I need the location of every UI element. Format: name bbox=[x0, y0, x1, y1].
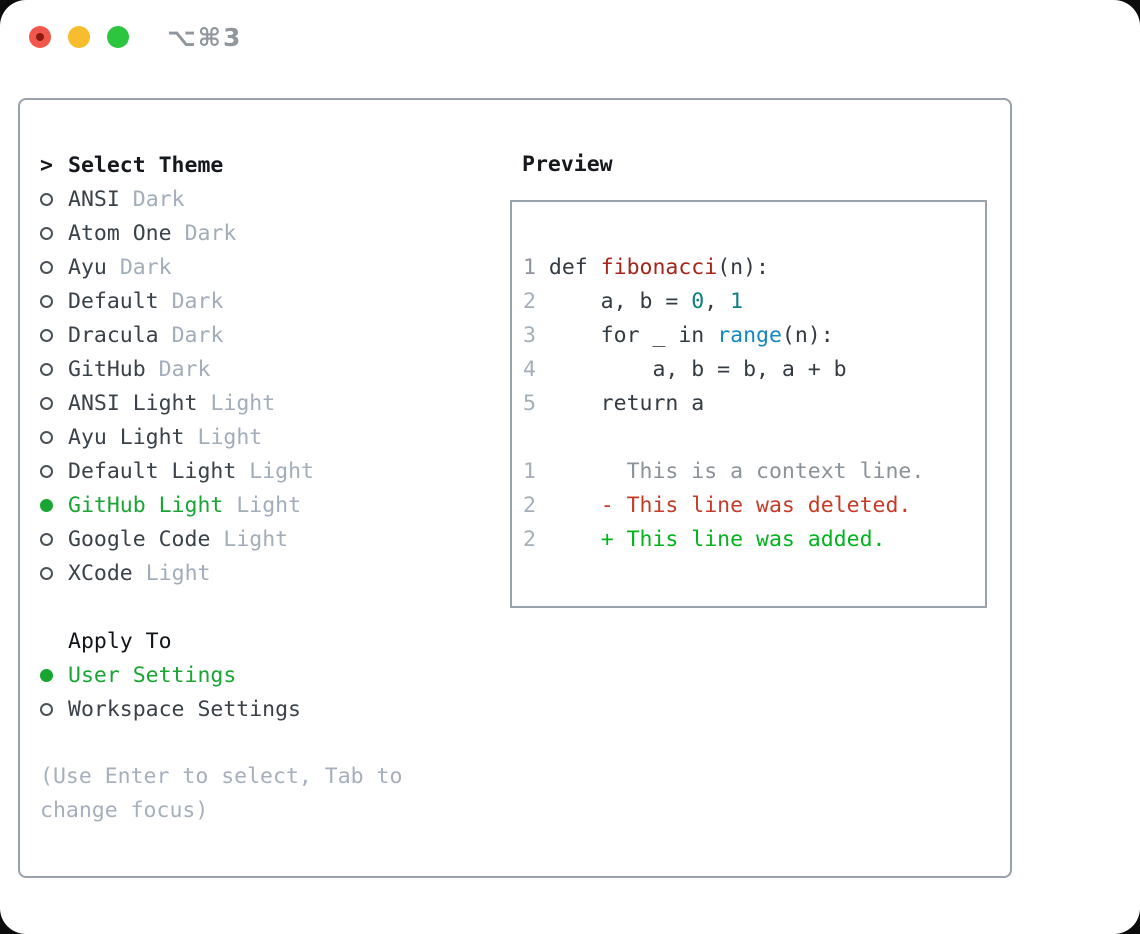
option-label: Google Code bbox=[68, 526, 211, 552]
apply-option-user-settings[interactable]: User Settings bbox=[40, 658, 402, 692]
diff-line-deleted: 2 - This line was deleted. bbox=[523, 493, 912, 518]
theme-option-xcode[interactable]: XCode Light bbox=[40, 556, 402, 590]
window-shortcut-label: ⌥⌘3 bbox=[167, 23, 243, 52]
option-label: Default Light bbox=[68, 458, 237, 484]
radio-icon bbox=[40, 294, 53, 308]
radio-icon bbox=[40, 532, 53, 546]
option-label: ANSI bbox=[68, 186, 120, 212]
prompt-chevron-icon: > bbox=[40, 152, 53, 178]
option-label: Workspace Settings bbox=[68, 696, 301, 722]
theme-option-default[interactable]: Default Dark bbox=[40, 284, 402, 318]
theme-option-dracula[interactable]: Dracula Dark bbox=[40, 318, 402, 352]
titlebar: ⌥⌘3 bbox=[0, 0, 1140, 74]
option-variant: Light bbox=[210, 390, 276, 416]
option-variant: Dark bbox=[158, 356, 211, 382]
option-variant: Dark bbox=[184, 220, 237, 246]
option-label: User Settings bbox=[68, 662, 237, 688]
option-variant: Light bbox=[145, 560, 211, 586]
radio-icon bbox=[40, 396, 53, 410]
theme-option-ayu[interactable]: Ayu Dark bbox=[40, 250, 402, 284]
theme-option-ansi-light[interactable]: ANSI Light Light bbox=[40, 386, 402, 420]
preview-column: Preview 1 def fibonacci(n): 2 a, b = 0, 1… bbox=[504, 148, 987, 608]
theme-option-github[interactable]: GitHub Dark bbox=[40, 352, 402, 386]
option-label: Default bbox=[68, 288, 159, 314]
preview-code-block: 1 def fibonacci(n): 2 a, b = 0, 1 3 for _ … bbox=[523, 251, 985, 421]
help-text: (Use Enter to select, Tab to change focu… bbox=[40, 764, 403, 823]
radio-icon bbox=[40, 566, 53, 580]
option-variant: Light bbox=[249, 458, 315, 484]
option-label: GitHub bbox=[68, 356, 146, 382]
minimize-button-icon[interactable] bbox=[68, 26, 90, 48]
option-variant: Dark bbox=[119, 254, 172, 280]
spacer bbox=[40, 726, 402, 760]
option-label: XCode bbox=[68, 560, 133, 586]
theme-option-ansi[interactable]: ANSI Dark bbox=[40, 182, 402, 216]
code-line: 4 a, b = b, a + b bbox=[523, 357, 847, 382]
radio-icon bbox=[40, 328, 53, 342]
theme-option-google-code[interactable]: Google Code Light bbox=[40, 522, 402, 556]
radio-icon bbox=[40, 702, 53, 716]
option-variant: Light bbox=[197, 424, 263, 450]
code-line: 2 a, b = 0, 1 bbox=[523, 289, 744, 314]
code-line: 5 return a bbox=[523, 391, 705, 416]
diff-line-added: 2 + This line was added. bbox=[523, 527, 886, 552]
theme-option-ayu-light[interactable]: Ayu Light Light bbox=[40, 420, 402, 454]
radio-icon bbox=[40, 192, 53, 206]
preview-box: 1 def fibonacci(n): 2 a, b = 0, 1 3 for _ … bbox=[510, 200, 987, 608]
theme-option-github-light[interactable]: GitHub Light Light bbox=[40, 488, 402, 522]
diff-line-context: 1 This is a context line. bbox=[523, 459, 925, 484]
radio-icon bbox=[40, 260, 53, 274]
code-line: 3 for _ in range(n): bbox=[523, 323, 834, 348]
option-variant: Light bbox=[236, 492, 302, 518]
option-variant: Dark bbox=[171, 288, 224, 314]
radio-icon bbox=[40, 226, 53, 240]
option-variant: Dark bbox=[132, 186, 185, 212]
option-label: Ayu bbox=[68, 254, 107, 280]
zoom-button-icon[interactable] bbox=[107, 26, 129, 48]
apply-to-title: Apply To bbox=[68, 628, 172, 654]
option-variant: Dark bbox=[171, 322, 224, 348]
apply-to-title-row: Apply To bbox=[40, 624, 402, 658]
preview-diff-block: 1 This is a context line. 2 - This line w… bbox=[523, 455, 985, 557]
theme-list-title-row: > Select Theme bbox=[40, 148, 402, 182]
apply-option-workspace-settings[interactable]: Workspace Settings bbox=[40, 692, 402, 726]
radio-icon bbox=[40, 464, 53, 478]
theme-option-atom-one[interactable]: Atom One Dark bbox=[40, 216, 402, 250]
spacer bbox=[40, 590, 402, 624]
option-label: Atom One bbox=[68, 220, 172, 246]
radio-selected-icon bbox=[40, 498, 53, 512]
option-label: ANSI Light bbox=[68, 390, 198, 416]
radio-icon bbox=[40, 362, 53, 376]
option-label: Ayu Light bbox=[68, 424, 185, 450]
radio-icon bbox=[40, 430, 53, 444]
option-label: Dracula bbox=[68, 322, 159, 348]
radio-selected-icon bbox=[40, 668, 53, 682]
close-button-icon[interactable] bbox=[29, 26, 51, 48]
theme-list-title: Select Theme bbox=[68, 152, 224, 178]
preview-heading: Preview bbox=[522, 152, 613, 177]
option-label: GitHub Light bbox=[68, 492, 224, 518]
option-variant: Light bbox=[223, 526, 289, 552]
code-line: 1 def fibonacci(n): bbox=[523, 255, 769, 280]
theme-option-default-light[interactable]: Default Light Light bbox=[40, 454, 402, 488]
